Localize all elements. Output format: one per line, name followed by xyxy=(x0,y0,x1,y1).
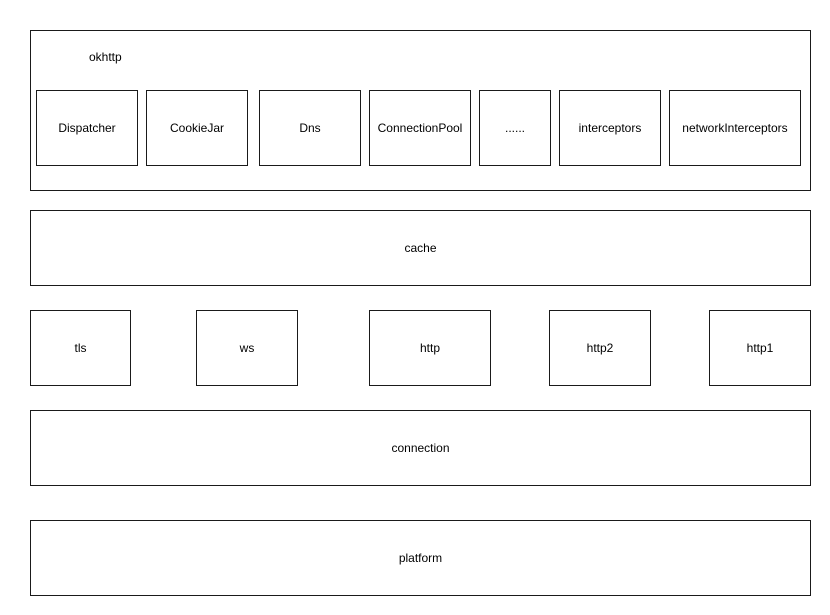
tls-box: tls xyxy=(30,310,131,386)
http1-box: http1 xyxy=(709,310,811,386)
connectionpool-box: ConnectionPool xyxy=(369,90,471,166)
dns-box: Dns xyxy=(259,90,361,166)
okhttp-label: okhttp xyxy=(89,50,122,64)
http-box: http xyxy=(369,310,491,386)
ws-box: ws xyxy=(196,310,298,386)
cache-box: cache xyxy=(30,210,811,286)
platform-box: platform xyxy=(30,520,811,596)
interceptors-box: interceptors xyxy=(559,90,661,166)
cookiejar-box: CookieJar xyxy=(146,90,248,166)
networkinterceptors-box: networkInterceptors xyxy=(669,90,801,166)
ellipsis-box: ...... xyxy=(479,90,551,166)
dispatcher-box: Dispatcher xyxy=(36,90,138,166)
connection-box: connection xyxy=(30,410,811,486)
http2-box: http2 xyxy=(549,310,651,386)
